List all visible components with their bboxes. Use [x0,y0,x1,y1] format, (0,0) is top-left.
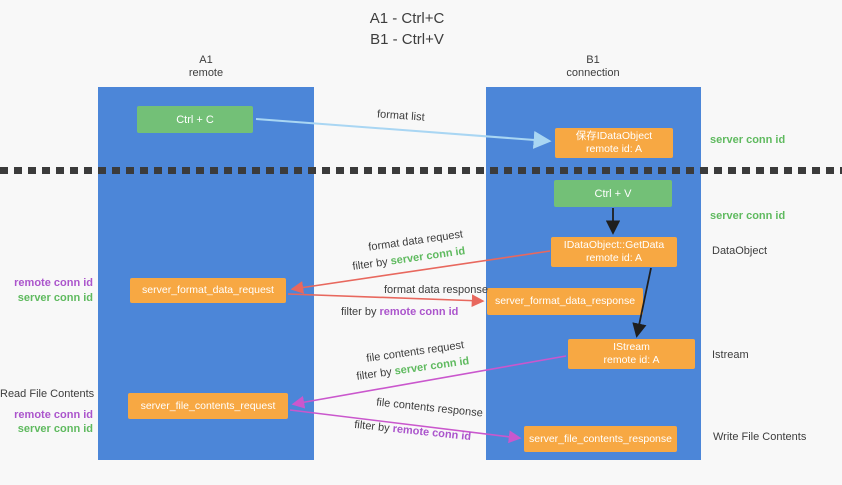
left-label-server-conn-id-1: server conn id [17,292,93,304]
remote-conn-id-text: remote conn id [392,422,472,444]
left-label-read-file-contents: Read File Contents [0,388,95,400]
box-istream-line1: IStream [613,341,650,353]
box-istream-line2: remote id: A [603,354,660,366]
label-file-contents-response: file contents response [375,396,484,420]
title-line-1: A1 - Ctrl+C [369,10,445,27]
right-label-server-conn-id-1: server conn id [710,134,786,146]
remote-conn-id-text: remote conn id [379,306,459,318]
left-label-server-conn-id-2: server conn id [17,423,93,435]
box-idataobject-getdata-line2: remote id: A [585,252,643,264]
box-server-format-data-response-label: server_format_data_response [494,295,636,307]
filter-by-text: filter by [341,306,377,318]
column-a1-subtitle: remote [188,67,224,79]
box-save-idataobject-line1: 保存IDataObject [575,130,653,142]
box-server-format-data-response: server_format_data_response [487,288,643,315]
column-a1-name: A1 [199,54,213,66]
column-a1-header: A1 remote [146,54,266,80]
box-ctrl-c-label: Ctrl + C [176,113,214,126]
left-label-remote-conn-id-2: remote conn id [14,409,93,421]
box-ctrl-c: Ctrl + C [137,106,253,133]
label-filter-by-remote-conn-1: filter by remote conn id [341,306,458,318]
column-b1-subtitle: connection [566,67,620,79]
box-save-idataobject-line2: remote id: A [585,143,643,155]
box-server-file-contents-response-label: server_file_contents_response [528,432,672,445]
box-idataobject-getdata: IDataObject::GetData remote id: A [551,237,677,267]
label-format-list: format list [376,108,426,124]
box-server-file-contents-request: server_file_contents_request [128,393,288,419]
filter-by-text: filter by [355,366,393,383]
box-save-idataobject: 保存IDataObject remote id: A [555,128,673,158]
label-filter-by-remote-conn-2: filter by remote conn id [354,419,472,443]
right-label-server-conn-id-2: server conn id [710,210,786,222]
box-idataobject-getdata-line1: IDataObject::GetData [563,239,665,251]
column-b1-name: B1 [586,54,600,66]
box-server-file-contents-request-label: server_file_contents_request [140,399,276,412]
box-ctrl-v-label: Ctrl + V [594,187,632,200]
box-istream: IStream remote id: A [568,339,695,369]
box-server-format-data-request-label: server_format_data_request [142,284,274,296]
box-server-format-data-request: server_format_data_request [130,278,286,303]
filter-by-text: filter by [351,256,389,273]
title-line-2: B1 - Ctrl+V [370,31,444,48]
right-label-istream: Istream [712,349,749,361]
filter-by-text: filter by [353,418,391,435]
divider-dotted-line [0,167,842,174]
column-b1-header: B1 connection [533,54,653,80]
box-server-file-contents-response: server_file_contents_response [524,426,677,452]
box-ctrl-v: Ctrl + V [554,180,672,207]
diagram-title: A1 - Ctrl+C B1 - Ctrl+V [322,8,492,50]
right-label-write-file-contents: Write File Contents [713,431,807,443]
label-format-data-response: format data response [384,284,488,296]
right-label-dataobject: DataObject [712,245,768,257]
left-label-remote-conn-id-1: remote conn id [14,277,93,289]
